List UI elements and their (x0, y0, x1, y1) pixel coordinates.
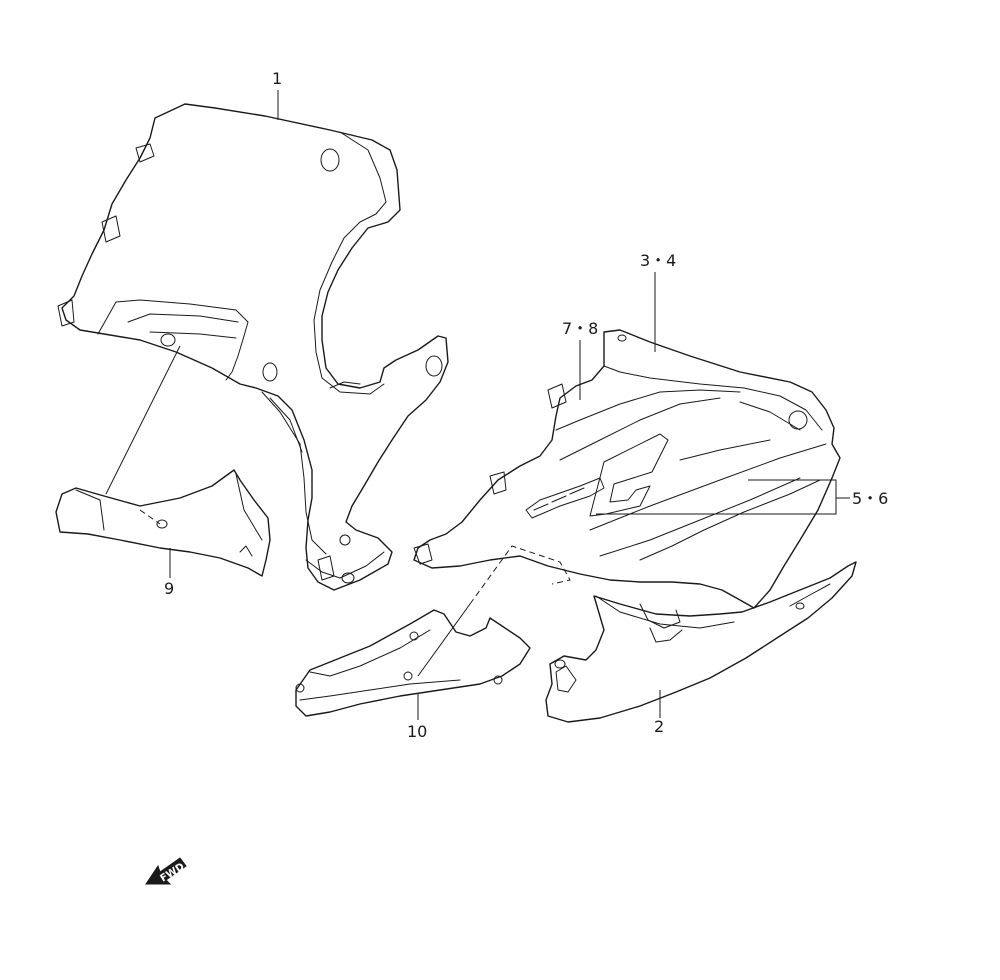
guide-line-10-to-cowl (417, 603, 471, 677)
callout-part-5-6: 5・6 (852, 489, 888, 508)
guide-line-9-to-1 (105, 345, 181, 495)
guide-line-dashed-10 (469, 545, 571, 605)
part-3-4-side-fairing (413, 329, 841, 609)
leader-part-5-6-lower (596, 498, 837, 515)
part-2-under-cowl (545, 561, 857, 723)
guide-line-dashed-9 (139, 509, 161, 525)
fwd-arrow-icon: FWD (145, 857, 187, 885)
part-1-inner-fairing (57, 103, 449, 591)
callout-part-10: 10 (407, 722, 427, 741)
part-10-lower-inner-cover (295, 609, 531, 717)
leader-lines (105, 90, 850, 720)
callout-labels: 1 3・4 7・8 5・6 9 10 2 (164, 69, 888, 741)
callout-part-1: 1 (272, 69, 282, 88)
callout-part-3-4: 3・4 (640, 251, 676, 270)
callout-part-9: 9 (164, 579, 174, 598)
callout-part-2: 2 (654, 717, 664, 736)
part-9-lower-cover (55, 469, 271, 577)
leader-part-5-6 (748, 479, 850, 499)
callout-part-7-8: 7・8 (562, 319, 598, 338)
